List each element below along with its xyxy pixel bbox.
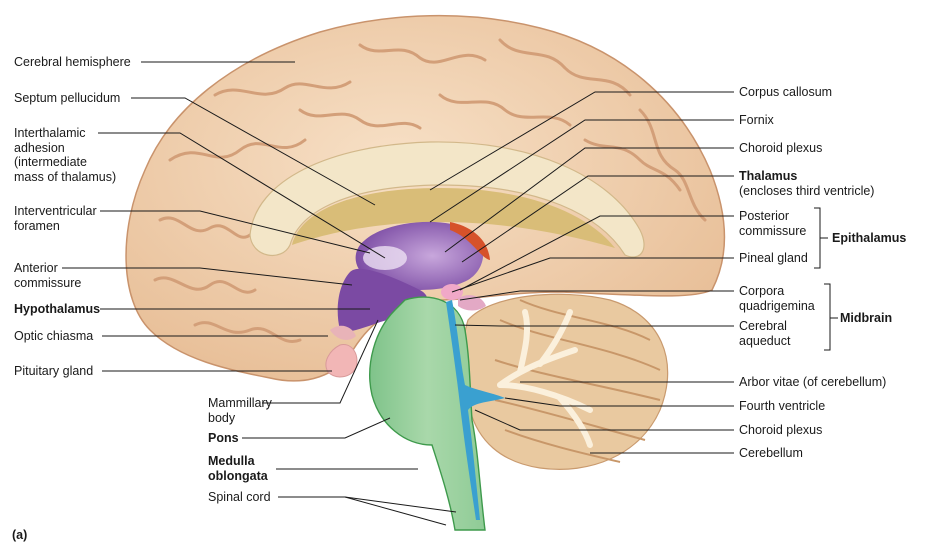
label-line: Thalamus [739,169,798,183]
label-choroid-plexus-upper: Choroid plexus [739,141,822,156]
label-line: aqueduct [739,333,791,348]
leader-lines [62,61,838,526]
label-line: Pineal gland [739,251,808,265]
label-line: mass of thalamus) [14,169,117,184]
label-choroid-plexus-lower: Choroid plexus [739,423,822,438]
label-corpus-callosum: Corpus callosum [739,85,832,100]
label-line: Interthalamic [14,126,86,140]
label-line: Cerebellum [739,446,803,460]
cerebellum-folia [494,299,661,463]
label-line: body [208,410,236,425]
label-line: oblongata [208,468,268,483]
label-spinal-cord: Spinal cord [208,490,271,505]
label-pons: Pons [208,431,239,446]
label-line: Arbor vitae (of cerebellum) [739,375,887,389]
group-label-midbrain: Midbrain [840,311,893,325]
thalamus-shape [355,221,484,290]
label-line: Cerebral [739,319,787,333]
corpus-callosum-shape [249,141,645,258]
label-line: commissure [739,223,807,238]
label-line: Septum pellucidum [14,91,121,105]
label-line: foramen [14,218,60,233]
label-line: (encloses third ventricle) [739,183,875,198]
label-septum-pellucidum: Septum pellucidum [14,91,120,106]
label-line: Choroid plexus [739,141,823,155]
label-line: Fornix [739,113,774,127]
label-cerebral-hemisphere: Cerebral hemisphere [14,55,131,70]
label-line: Fourth ventricle [739,399,826,413]
label-line: Mammillary [208,396,272,410]
label-line: Spinal cord [208,490,271,504]
label-pituitary-gland: Pituitary gland [14,364,93,379]
label-line: Cerebral hemisphere [14,55,131,69]
label-pineal-gland: Pineal gland [739,251,808,266]
label-fornix: Fornix [739,113,774,128]
cerebral-aqueduct-shape [446,300,505,520]
label-line: adhesion [14,140,65,155]
label-optic-chiasma: Optic chiasma [14,329,93,344]
label-thalamus: Thalamus(encloses third ventricle) [739,169,874,198]
label-line: Choroid plexus [739,423,823,437]
optic-chiasma-shape [330,325,356,340]
septum-shape [292,188,615,248]
label-line: commissure [14,275,82,290]
label-fourth-ventricle: Fourth ventricle [739,399,825,414]
label-line: Hypothalamus [14,302,101,316]
label-line: Posterior [739,209,790,223]
pituitary-shape [325,343,358,378]
choroid-plexus-shape [450,222,490,260]
label-arbor-vitae: Arbor vitae (of cerebellum) [739,375,886,390]
label-line: Optic chiasma [14,329,94,343]
label-line: quadrigemina [739,298,815,313]
label-line: Corpus callosum [739,85,833,99]
label-hypothalamus: Hypothalamus [14,302,100,317]
label-line: Interventricular [14,204,97,218]
group-label-epithalamus: Epithalamus [832,231,907,245]
label-line: Corpora [739,284,785,298]
panel-label: (a) [12,528,28,542]
label-line: (intermediate [14,155,87,169]
label-line: Medulla [208,454,255,468]
label-cerebellum: Cerebellum [739,446,803,461]
label-line: Anterior [14,261,58,275]
label-line: Pons [208,431,239,445]
label-line: Pituitary gland [14,364,94,378]
